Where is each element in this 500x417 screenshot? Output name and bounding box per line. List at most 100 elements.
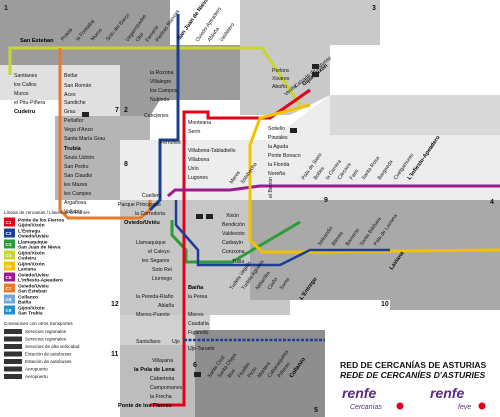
station-ferrones[interactable]: Ferroñes [160, 140, 181, 146]
station-boo[interactable]: Boo [227, 368, 237, 379]
zone-9-area [300, 135, 500, 200]
station-penaflor[interactable]: Peñaflor [64, 118, 84, 124]
c5-south-stations: Xixún Bendición Valdesoto Carbayín Curux… [222, 213, 245, 265]
station-valdesoto[interactable]: Valdesoto [222, 231, 245, 237]
station-villabona-tabladiello[interactable]: Villabona-Tabladiello [188, 148, 236, 154]
station-sotiello[interactable]: Sotiello [268, 126, 285, 132]
legend-line-from: Collanzo [18, 295, 38, 301]
station-monteana[interactable]: Monteana [188, 120, 211, 126]
station-el-berron[interactable]: el Berrón [268, 177, 274, 198]
station-llamaquique[interactable]: Llamaquique [136, 240, 166, 246]
legend-line-to: Cudeiru [18, 256, 36, 262]
station-san-claudio[interactable]: San Claudio [64, 173, 92, 179]
station-pirzu[interactable]: Pirzu [247, 366, 259, 379]
station-la-perea[interactable]: la Perea [188, 294, 207, 300]
station-serin[interactable]: Serín [188, 129, 201, 135]
station-caudalia[interactable]: Caudalía [188, 321, 209, 327]
station-vallobin[interactable]: Vallobín [64, 209, 82, 215]
station-cudeiru[interactable]: Cudeiru [14, 109, 36, 115]
zone-label-6: 6 [193, 362, 197, 369]
station-beifar[interactable]: Beifar [64, 73, 78, 79]
station-mieres[interactable]: Mieres [188, 312, 204, 318]
station-faes[interactable]: Faes [349, 168, 361, 181]
station-sandiche[interactable]: Sandiche [64, 100, 86, 106]
station-baina[interactable]: Baiña [188, 285, 204, 291]
station-les-mazes[interactable]: les Mazes [64, 182, 88, 188]
station-lugones[interactable]: Lugones [188, 175, 208, 181]
station-pinzales[interactable]: Pinzales [268, 135, 288, 141]
station-san-pedru[interactable]: San Pedru [64, 164, 89, 170]
station-ponte-bonaco[interactable]: Ponte Bonaco [268, 153, 301, 159]
legend-service-icon [4, 351, 22, 357]
legend-line-code: C2 [6, 231, 12, 236]
station-la-corredoria[interactable]: la Corredoria [135, 211, 165, 217]
station-la-frecha[interactable]: la Frecha [150, 394, 172, 400]
station-curuxona[interactable]: Curuxona [222, 249, 245, 255]
station-arganosa[interactable]: Argañosa [64, 200, 86, 206]
station-nubledo[interactable]: Nubledo [150, 97, 169, 103]
station-cuellero[interactable]: Cuellero [142, 193, 161, 199]
legend-line-badge [4, 261, 15, 271]
station-vega-anzo[interactable]: Vega d'Anzo [64, 127, 93, 133]
station-ujo-taruelo[interactable]: Ujo-Taruelo [188, 346, 215, 352]
station-abono[interactable]: Aboño [272, 84, 287, 90]
station-trubia[interactable]: Trubia [64, 146, 82, 152]
station-perlora[interactable]: Perlora [272, 68, 289, 74]
station-santullano[interactable]: Santullano [136, 339, 161, 345]
station-villalegre[interactable]: Villalegre [150, 79, 171, 85]
station-oviedo-uvieu[interactable]: Oviedo/Uviéu [124, 220, 160, 226]
legend-line-from: Ponte de los Fierros [18, 218, 64, 224]
train-icon [82, 112, 89, 117]
station-san-esteban[interactable]: San Esteban [20, 38, 54, 44]
station-pereda-riano[interactable]: la Pereda-Riaño [136, 294, 174, 300]
station-mieres-puente[interactable]: Mieres-Puente [136, 312, 170, 318]
zone-5a-area [120, 345, 210, 417]
station-la-florida[interactable]: la Florida [268, 162, 289, 168]
line-c4 [8, 46, 302, 106]
station-otur[interactable]: Otur [135, 31, 146, 43]
bus-icon [206, 214, 213, 219]
station-muros[interactable]: Muros [14, 91, 29, 97]
station-la-aguda[interactable]: la Aguda [268, 144, 288, 150]
station-llurriego[interactable]: Llurriego [152, 276, 172, 282]
station-los-campos[interactable]: los Campos [150, 88, 178, 94]
station-norena[interactable]: Noreña [268, 171, 285, 177]
station-santianes[interactable]: Santianes [14, 73, 37, 79]
station-xixun[interactable]: Xixún [226, 213, 239, 219]
station-parque-principado[interactable]: Parque Principado [118, 202, 161, 208]
brand-cercanias: renfe Cercanías [342, 385, 404, 411]
station-ponte-fierros[interactable]: Ponte de los Fierros [118, 403, 172, 409]
station-les-campes[interactable]: les Campes [64, 191, 92, 197]
station-les-segares[interactable]: les Segares [142, 258, 170, 264]
station-cancienes[interactable]: Cancienes [144, 113, 169, 119]
station-la-rozona[interactable]: la Rozona [150, 70, 173, 76]
station-soto-rei[interactable]: Soto Rei [152, 267, 172, 273]
train-icon [196, 214, 203, 219]
legend-line-to: Laviana [18, 267, 36, 273]
station-campomanes[interactable]: Campomanes [150, 385, 183, 391]
station-uxio[interactable]: Uxío [188, 166, 199, 172]
station-cabertoria[interactable]: Cabertoria [150, 376, 174, 382]
station-tuilla[interactable]: Tuilla [232, 259, 244, 265]
station-carbayin[interactable]: Carbayín [222, 240, 243, 246]
zone-label-11: 11 [111, 351, 119, 358]
station-villayana[interactable]: Villayana [152, 358, 173, 364]
station-xivares[interactable]: Xivares [272, 76, 290, 82]
station-santa-maria-grau[interactable]: Santa María Grau [64, 136, 105, 142]
station-pola-lena[interactable]: la Pola de Lena [134, 367, 176, 373]
station-figaredo[interactable]: Figaredo [188, 330, 209, 336]
station-san-roman[interactable]: San Román [64, 83, 92, 89]
station-villabona[interactable]: Villabona [188, 157, 209, 163]
station-aces[interactable]: Aces [64, 92, 76, 98]
station-ablana[interactable]: Ablaña [158, 303, 174, 309]
station-los-callos[interactable]: los Callos [14, 82, 37, 88]
station-pitu-pinera[interactable]: el Pitu-Piñera [14, 100, 45, 106]
station-soutu-udrion[interactable]: Soutu Udrión [64, 155, 94, 161]
station-ujo[interactable]: Ujo [172, 339, 180, 345]
station-grau[interactable]: Grau [64, 109, 76, 115]
station-el-caleyo[interactable]: el Caleyo [148, 249, 170, 255]
zone-label-2: 2 [124, 107, 128, 114]
station-bendicion[interactable]: Bendición [222, 222, 245, 228]
legend-line-to: Oviedo/Uviéu [18, 234, 49, 240]
